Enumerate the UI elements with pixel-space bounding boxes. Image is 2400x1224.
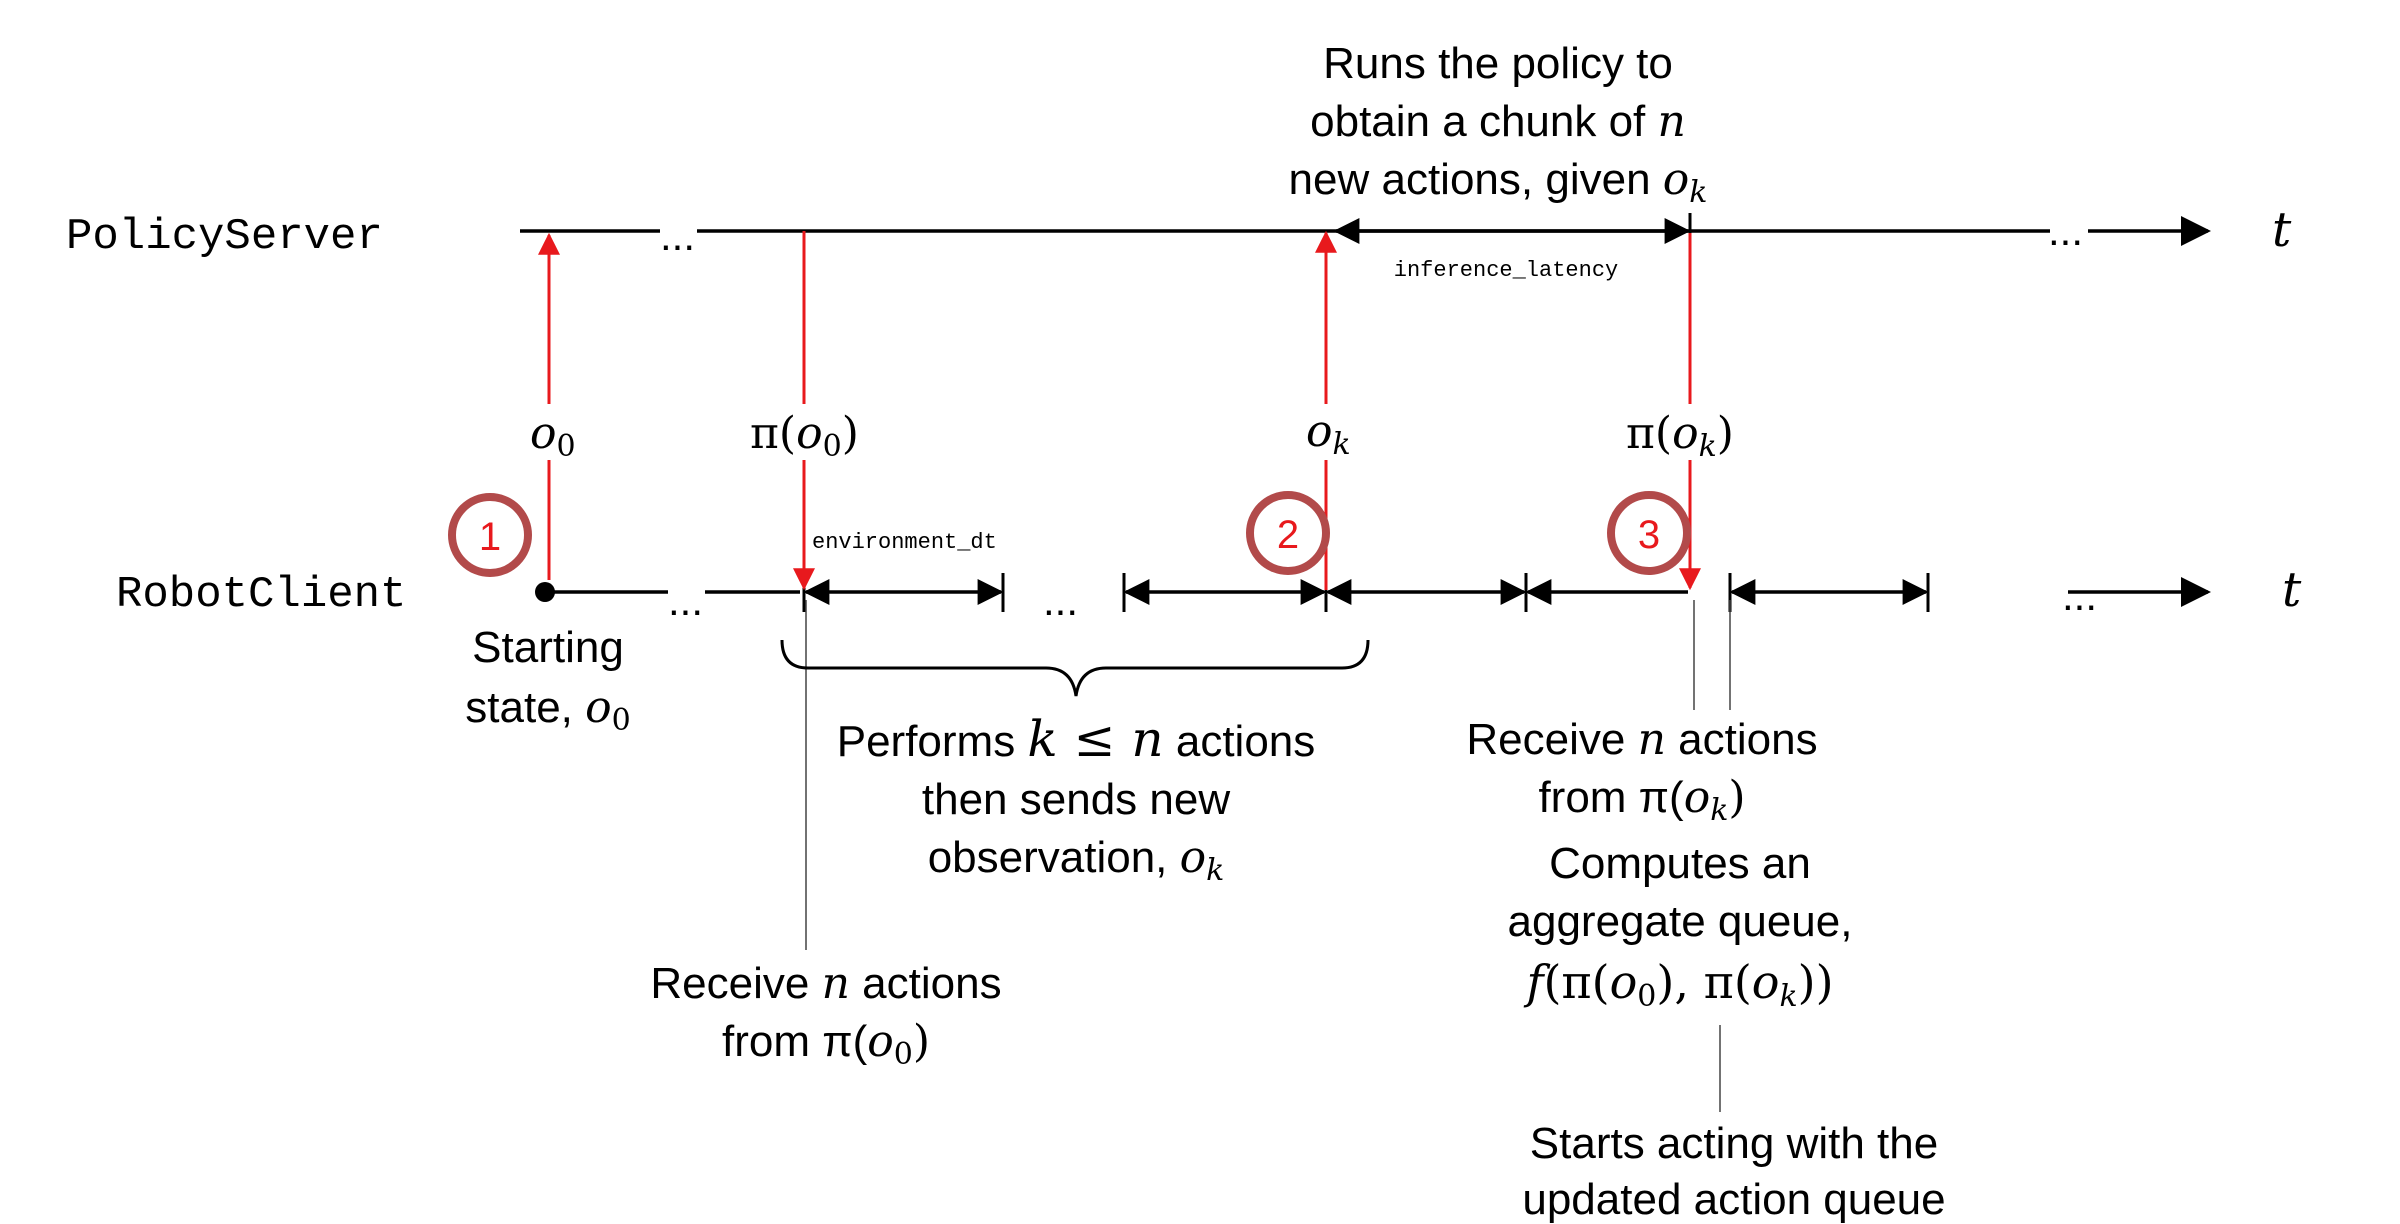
- svg-text:obtain a chunk of n: obtain a chunk of n: [1310, 96, 1686, 147]
- leader-lines: [805, 600, 1731, 1112]
- step-badge-2: 2: [1246, 491, 1330, 575]
- svg-text:updated action queue: updated action queue: [1522, 1175, 1945, 1224]
- robot-client-time-axis-label: t: [2282, 562, 2302, 618]
- pi-o0-signal-label: π(o0): [750, 408, 859, 464]
- svg-text:state, o0: state, o0: [465, 682, 630, 738]
- policy-server-label: PolicyServer: [66, 212, 383, 262]
- robot-client-ellipsis-3: ...: [2062, 572, 2097, 619]
- policy-server-time-axis-label: t: [2272, 202, 2292, 258]
- starts-acting-note: Starts acting with the updated action qu…: [1522, 1119, 1945, 1224]
- performs-actions-note: Performs k ≤ n actions then sends new ob…: [837, 710, 1316, 888]
- svg-text:Starting: Starting: [472, 623, 624, 672]
- svg-text:from π(o0): from π(o0): [722, 1016, 930, 1072]
- svg-text:then sends new: then sends new: [922, 775, 1230, 824]
- svg-text:f(π(o0), π(ok)): f(π(o0), π(ok)): [1523, 955, 1833, 1014]
- pi-ok-signal-label: π(ok): [1626, 408, 1734, 464]
- svg-text:1: 1: [479, 515, 501, 559]
- svg-text:aggregate queue,: aggregate queue,: [1508, 897, 1853, 946]
- svg-text:Receive n actions: Receive n actions: [1466, 714, 1817, 765]
- svg-text:Runs the policy to: Runs the policy to: [1323, 39, 1673, 88]
- robot-client-label: RobotClient: [116, 570, 406, 620]
- ok-signal-label: ok: [1306, 406, 1351, 462]
- runs-policy-note: Runs the policy to obtain a chunk of n n…: [1289, 39, 1708, 210]
- policy-server-ellipsis-2: ...: [2048, 207, 2083, 254]
- svg-text:Computes an: Computes an: [1549, 839, 1811, 888]
- step-badge-3: 3: [1607, 491, 1691, 575]
- svg-text:observation, ok: observation, ok: [928, 832, 1225, 888]
- starting-state-note: Starting state, o0: [465, 623, 630, 738]
- receive-ok-note: Receive n actions from π(ok): [1466, 714, 1817, 828]
- o0-signal-label: o0: [530, 408, 576, 464]
- environment-dt-label: environment_dt: [812, 530, 997, 555]
- inference-latency-label: inference_latency: [1394, 258, 1618, 283]
- svg-text:Performs k ≤ n actions: Performs k ≤ n actions: [837, 710, 1316, 768]
- receive-o0-note: Receive n actions from π(o0): [650, 958, 1001, 1072]
- svg-text:3: 3: [1638, 513, 1660, 557]
- signal-arrows: [538, 230, 1701, 591]
- svg-text:Receive n actions: Receive n actions: [650, 958, 1001, 1009]
- svg-text:new actions, given ok: new actions, given ok: [1289, 154, 1708, 210]
- step-badge-1: 1: [448, 493, 532, 577]
- robot-client-ellipsis-2: ...: [1043, 577, 1078, 624]
- svg-text:Starts acting with the: Starts acting with the: [1530, 1119, 1938, 1168]
- actions-brace: [780, 639, 1370, 697]
- svg-text:2: 2: [1277, 513, 1299, 557]
- starting-state-dot: [535, 582, 555, 602]
- svg-text:from π(ok): from π(ok): [1538, 772, 1745, 828]
- aggregate-queue-note: Computes an aggregate queue, f(π(o0), π(…: [1508, 839, 1853, 1014]
- robot-client-ellipsis-1: ...: [668, 577, 703, 624]
- policy-server-ellipsis-1: ...: [660, 212, 695, 259]
